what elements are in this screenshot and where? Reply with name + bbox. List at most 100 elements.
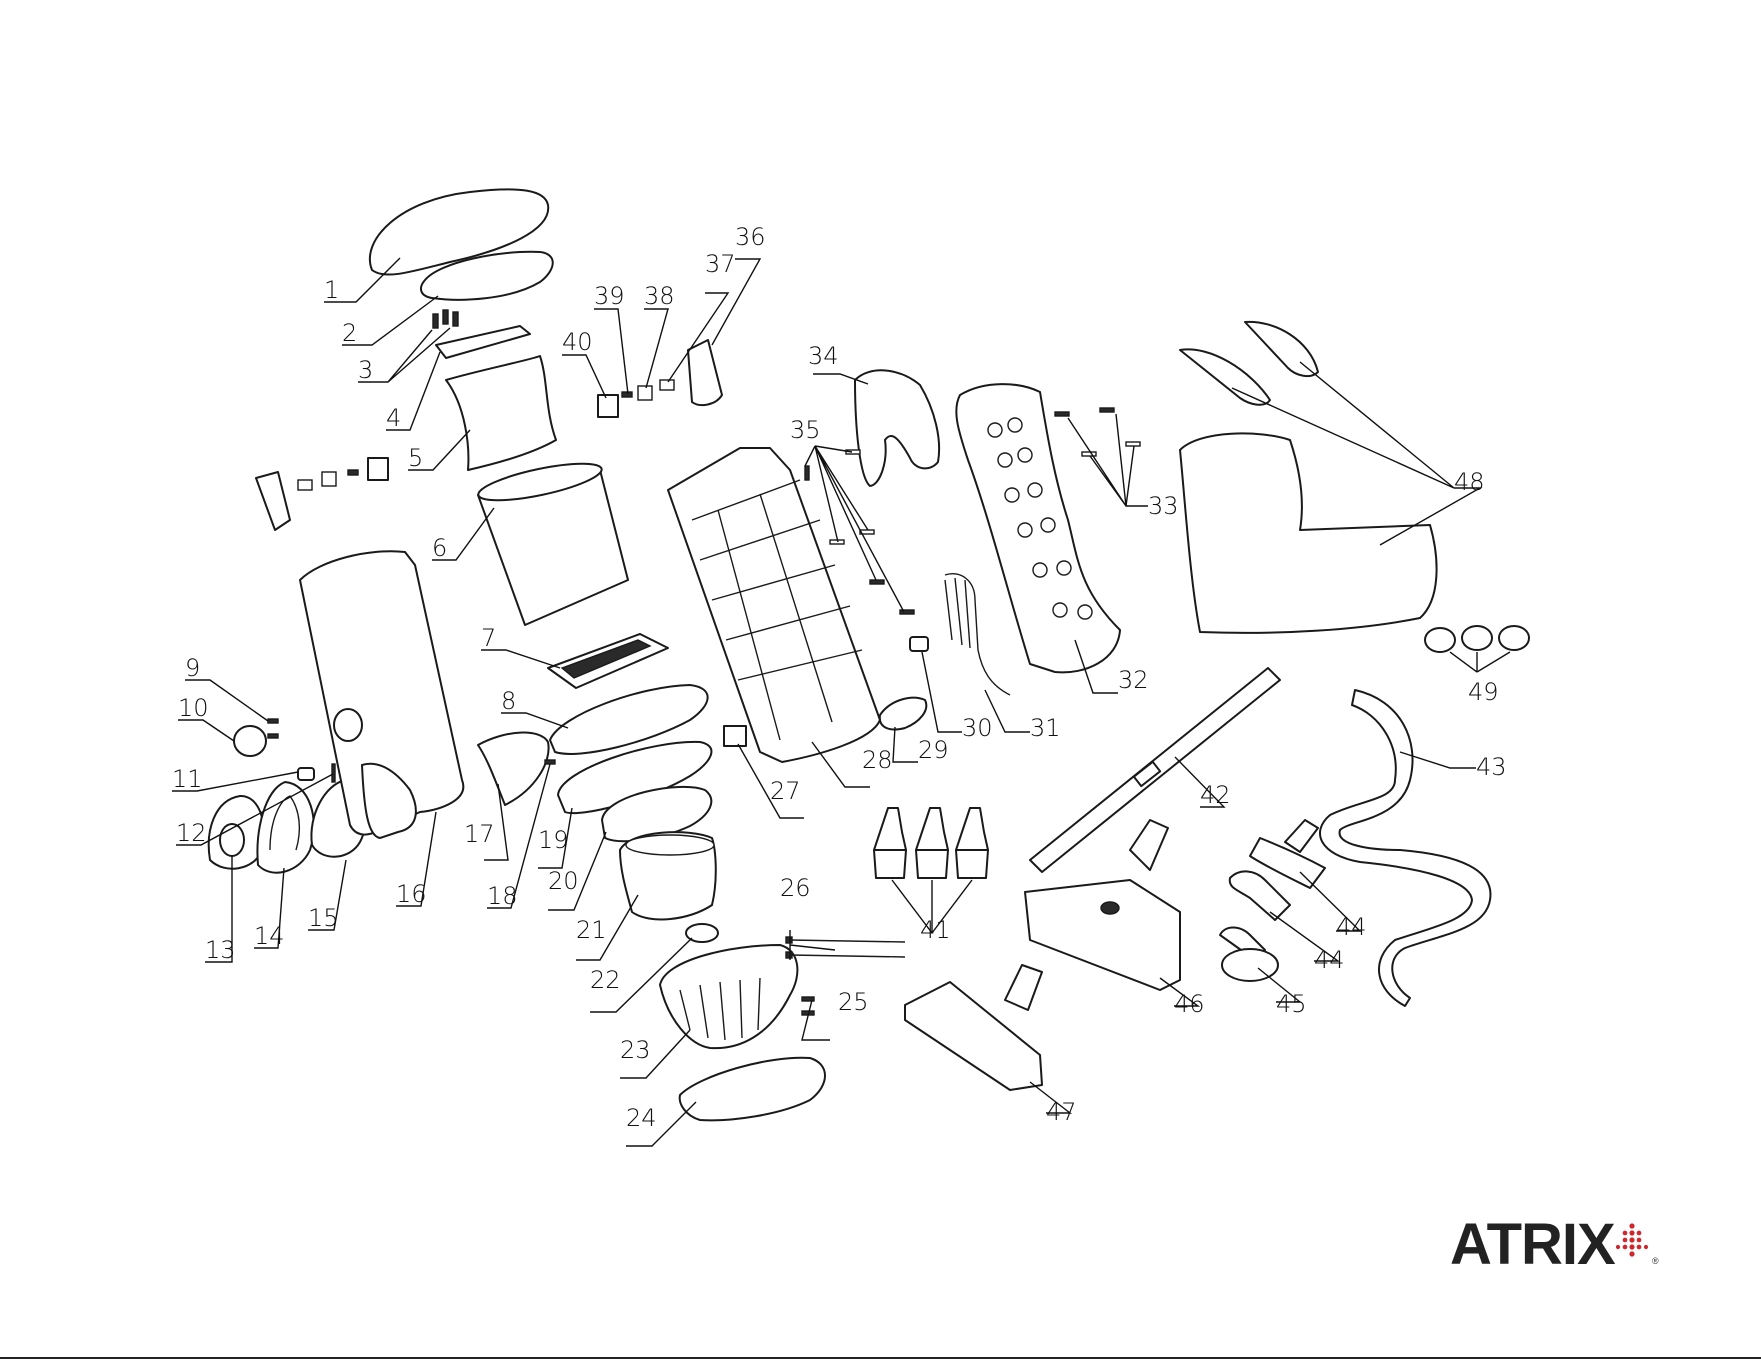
- part-34-handle-bracket: [855, 370, 939, 486]
- callout-37: 37: [705, 250, 736, 278]
- callout-14: 14: [254, 922, 285, 950]
- part-45-dusting-brush: [1220, 928, 1278, 982]
- callout-12: 12: [176, 819, 207, 847]
- brand-dot: [1637, 1231, 1642, 1236]
- part-4-gasket-plate: [436, 326, 530, 358]
- callout-5: 5: [408, 444, 423, 472]
- callout-18: 18: [487, 882, 518, 910]
- brand-dot: [1629, 1244, 1634, 1249]
- part-6-container-tube: [476, 456, 628, 625]
- callout-10: 10: [178, 694, 209, 722]
- part-5-filter-funnel: [446, 356, 556, 470]
- brand-dot: [1644, 1245, 1648, 1249]
- callout-40: 40: [562, 328, 593, 356]
- callout-28: 28: [862, 746, 893, 774]
- callout-44: 44: [1336, 913, 1367, 941]
- callout-26: 26: [780, 874, 811, 902]
- callout-7: 7: [481, 624, 496, 652]
- callout-24: 24: [626, 1104, 657, 1132]
- brand-registered-mark: ®: [1652, 1256, 1659, 1266]
- part-32-rear-panel: [956, 384, 1120, 672]
- part-27-switch: [724, 726, 746, 746]
- brand-dot: [1623, 1238, 1628, 1243]
- part-11-clip: [298, 768, 314, 780]
- callout-32: 32: [1118, 666, 1149, 694]
- brand-dot: [1629, 1230, 1634, 1235]
- callout-6: 6: [432, 534, 447, 562]
- callout-42: 42: [1200, 781, 1231, 809]
- brand-dot: [1629, 1223, 1634, 1228]
- callout-41: 41: [920, 916, 951, 944]
- callout-23: 23: [620, 1036, 651, 1064]
- callout-16: 16: [396, 880, 427, 908]
- part-31-power-cord: [945, 574, 1010, 695]
- callout-45: 45: [1276, 990, 1307, 1018]
- callout-39: 39: [594, 282, 625, 310]
- part-21-motor: [620, 832, 716, 919]
- part-7-hepa-filter: [548, 634, 668, 688]
- callout-17: 17: [464, 820, 495, 848]
- callout-9: 9: [185, 654, 200, 682]
- callout-1: 1: [324, 276, 339, 304]
- part-26-wires: [786, 937, 905, 958]
- callout-25: 25: [838, 988, 869, 1016]
- callout-13: 13: [205, 936, 236, 964]
- brand-wordmark: ATRIX: [1450, 1212, 1616, 1277]
- brand-dot: [1616, 1245, 1620, 1249]
- part-49-filter-cups: [1425, 626, 1529, 652]
- footer-rule: [0, 1357, 1761, 1359]
- part-29-cord-plate: [880, 698, 927, 730]
- part-24-base: [680, 1058, 825, 1121]
- callout-36: 36: [735, 223, 766, 251]
- brand-logo: ATRIX ®: [1450, 1212, 1659, 1277]
- brand-dot-grid-icon: [1616, 1223, 1648, 1256]
- part-13-front-cap: [209, 796, 264, 869]
- part-37-latch-clip: [660, 380, 674, 390]
- callout-21: 21: [576, 916, 607, 944]
- brand-dot: [1623, 1231, 1628, 1236]
- latch-assembly-alt: [256, 458, 388, 530]
- part-17-deflector-cone: [478, 733, 549, 805]
- brand-dot: [1637, 1238, 1642, 1243]
- callout-8: 8: [501, 687, 516, 715]
- callout-20: 20: [548, 867, 579, 895]
- callout-31: 31: [1030, 714, 1061, 742]
- part-36-latch-block: [688, 340, 722, 405]
- callout-34: 34: [808, 342, 839, 370]
- callout-49: 49: [1468, 678, 1499, 706]
- brand-dot: [1623, 1245, 1628, 1250]
- callout-15: 15: [308, 904, 339, 932]
- callout-30: 30: [962, 714, 993, 742]
- callout-48: 48: [1454, 468, 1485, 496]
- part-41-nozzles: [874, 808, 988, 878]
- part-14-filter-grille: [257, 782, 313, 873]
- callout-22: 22: [590, 966, 621, 994]
- part-23-motor-housing: [660, 945, 797, 1048]
- callout-27: 27: [770, 777, 801, 805]
- brand-dot: [1629, 1237, 1634, 1242]
- part-10-round-cap: [234, 726, 266, 756]
- part-44-crevice-adapter: [1230, 871, 1290, 920]
- part-drawings: [209, 189, 1529, 1120]
- brand-dot: [1637, 1245, 1642, 1250]
- callout-35: 35: [790, 416, 821, 444]
- part-33-screws: [1055, 408, 1140, 456]
- callout-11: 11: [172, 765, 203, 793]
- callout-47: 47: [1046, 1098, 1077, 1126]
- part-30-strain-relief: [910, 637, 928, 651]
- callout-29: 29: [918, 736, 949, 764]
- callout-19: 19: [538, 826, 569, 854]
- part-38-latch-spring: [638, 386, 652, 400]
- callout-44b: 44: [1314, 946, 1345, 974]
- brand-dot: [1629, 1251, 1634, 1256]
- callout-2: 2: [342, 319, 357, 347]
- part-12-pin: [332, 764, 335, 782]
- callout-33: 33: [1148, 492, 1179, 520]
- part-40-latch-button: [598, 395, 618, 417]
- part-9-screws: [268, 719, 278, 738]
- part-3-screws: [433, 310, 458, 328]
- part-39-screw: [622, 392, 632, 397]
- part-47-floor-tool: [905, 965, 1042, 1090]
- callout-3: 3: [358, 356, 373, 384]
